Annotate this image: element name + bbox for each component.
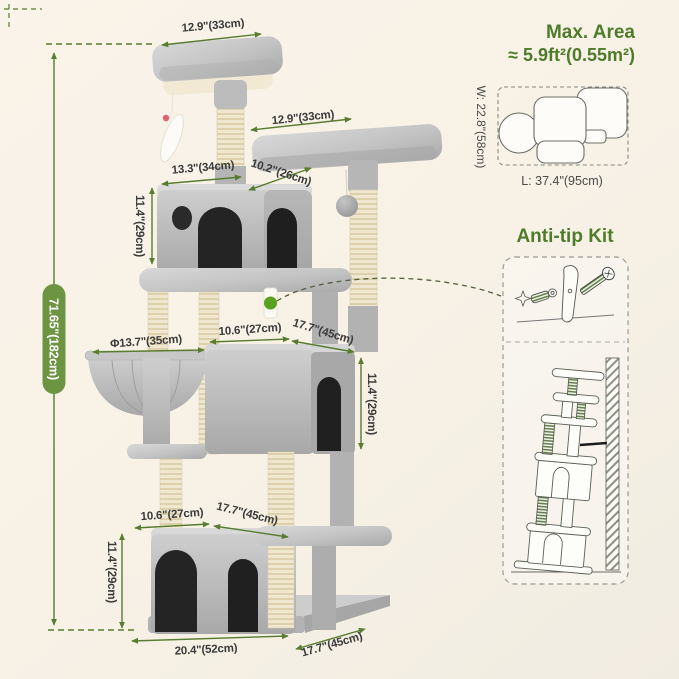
arch-opening-side xyxy=(267,208,297,269)
footprint-width-label: W: 22.8"(58cm) xyxy=(474,85,488,169)
max-area-value: ≈ 5.9ft²(0.55m²) xyxy=(508,45,635,65)
screw-illustration xyxy=(514,265,615,323)
scratching-post-upper xyxy=(348,160,378,352)
pom-ball-toy xyxy=(336,169,358,217)
arrow-upper-platform xyxy=(250,116,352,133)
wall xyxy=(605,357,620,571)
right-platform xyxy=(256,526,392,546)
footprint-step xyxy=(536,140,585,164)
footprint-length-label: L: 37.4"(95cm) xyxy=(521,174,603,188)
arrow-condo2-width xyxy=(209,336,290,345)
dimension-arrows xyxy=(4,4,502,651)
condo-middle xyxy=(205,344,355,454)
arrow-base-depth xyxy=(295,627,366,651)
arrow-condo3-depth xyxy=(213,523,289,540)
round-hole xyxy=(172,206,192,230)
corner-dashes xyxy=(4,4,42,30)
condo-upper xyxy=(157,184,312,274)
feather-toy xyxy=(160,87,184,163)
dim-condo1-height: 11.4"(29cm) xyxy=(133,194,145,258)
scratching-post-top xyxy=(214,80,247,187)
arrow-top-platform xyxy=(161,31,262,48)
anti-tip-connector xyxy=(276,277,502,302)
arrow-condo1-width xyxy=(161,174,242,187)
arrow-condo1-depth xyxy=(248,167,312,191)
arrow-base-width xyxy=(131,633,289,644)
arch-opening xyxy=(155,550,197,632)
max-area-title: Max. Area xyxy=(545,22,635,43)
footprint-diagram xyxy=(497,86,629,166)
footprint-basket xyxy=(498,112,540,154)
arrow-basket xyxy=(92,347,205,355)
footprint-bounds xyxy=(497,86,629,166)
screw-icon xyxy=(579,266,615,295)
wall-strap xyxy=(579,441,608,447)
upper-platform xyxy=(251,124,443,172)
dim-condo3-height: 11.4"(29cm) xyxy=(105,540,117,604)
arrow-condo2-depth xyxy=(291,339,355,354)
step-platform xyxy=(127,444,207,459)
anti-tip-panel xyxy=(502,256,629,585)
sparkle-icon xyxy=(514,289,532,308)
anti-tip-dot xyxy=(264,296,277,310)
dim-condo2-height: 11.4"(29cm) xyxy=(365,372,377,436)
top-platform xyxy=(152,36,283,96)
bracket-strap xyxy=(561,265,579,323)
cat-tree-illustration xyxy=(84,36,443,634)
arrow-condo3-width xyxy=(134,521,210,531)
total-height-badge: 71.65"(182cm) xyxy=(42,284,66,394)
footprint-notch xyxy=(583,129,607,144)
footprint-condo xyxy=(533,96,587,148)
anti-tip-kit-title: Anti-tip Kit xyxy=(516,226,614,247)
middle-platform xyxy=(139,268,352,292)
arch-opening-2 xyxy=(228,559,258,632)
wall-anchor-illustration xyxy=(511,357,621,575)
arch-opening xyxy=(317,377,341,451)
arch-opening xyxy=(198,207,242,272)
